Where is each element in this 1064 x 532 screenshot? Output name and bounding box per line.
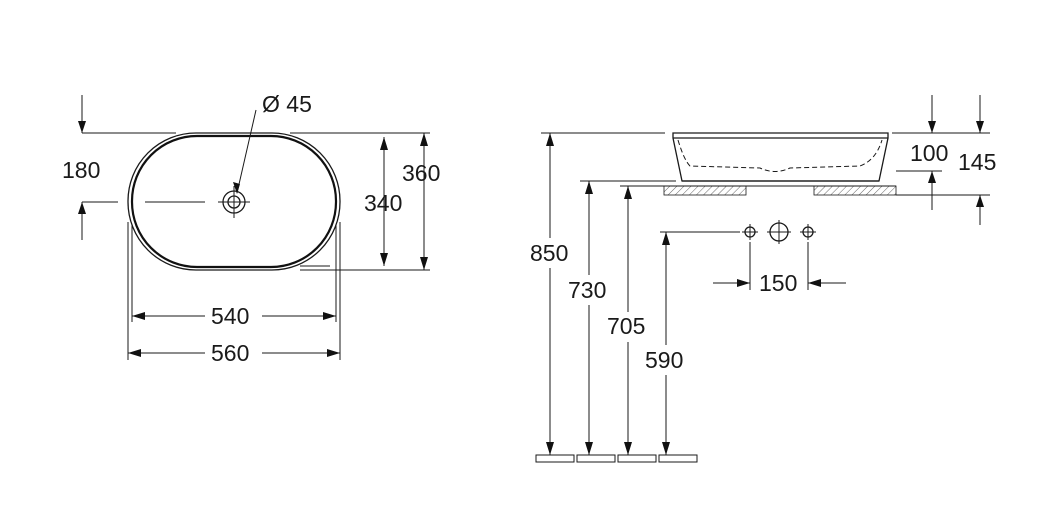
- diameter-leader: [236, 109, 257, 194]
- bowl-height-label: 100: [910, 140, 948, 166]
- drain-icon: [218, 186, 250, 218]
- basin-side-profile: [672, 132, 889, 182]
- tap-hole-center-icon: [767, 220, 791, 244]
- drain-height-label: 730: [568, 277, 606, 303]
- tap-height-label: 590: [645, 347, 683, 373]
- trap-height-label: 705: [607, 313, 645, 339]
- basin-inner-outline: [130, 134, 338, 269]
- drain-offset-label: 180: [62, 157, 100, 183]
- inner-width-label: 540: [211, 303, 249, 329]
- basin-inner-contour: [677, 139, 883, 172]
- tap-hole-left-icon: [742, 224, 758, 240]
- side-view: 100 145 150: [530, 95, 996, 463]
- tap-hole-right-icon: [800, 224, 816, 240]
- countertop-left: [663, 185, 747, 196]
- basin-outer-outline: [127, 132, 341, 271]
- floor-line: [535, 454, 698, 463]
- countertop-right: [813, 185, 897, 196]
- total-height-label: 145: [958, 149, 996, 175]
- outer-width-label: 560: [211, 340, 249, 366]
- outer-depth-label: 360: [402, 160, 440, 186]
- top-view: Ø 45 180 340 360 540: [62, 91, 440, 366]
- inner-depth-label: 340: [364, 190, 402, 216]
- drain-diameter-label: Ø 45: [262, 91, 312, 117]
- rim-height-label: 850: [530, 240, 568, 266]
- hole-spacing-label: 150: [759, 270, 797, 296]
